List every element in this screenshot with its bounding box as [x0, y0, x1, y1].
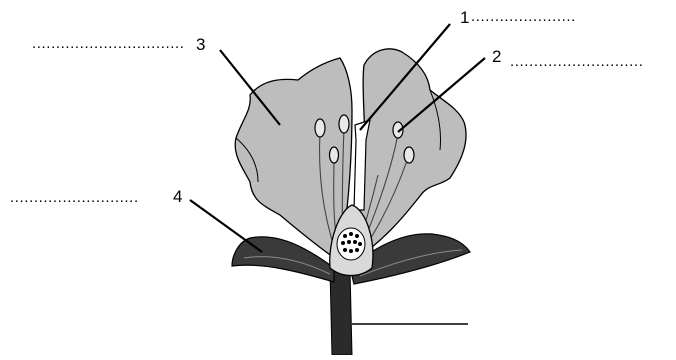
label-2-blank[interactable]: ............................ [510, 54, 644, 69]
label-4-number: 4 [173, 188, 182, 205]
label-3-number: 3 [196, 36, 205, 53]
stem [330, 270, 352, 355]
label-4-blank[interactable]: ........................... [10, 190, 139, 205]
label-1-blank[interactable]: ...................... [471, 9, 576, 24]
label-1-number: 1 [460, 9, 469, 26]
label-2-number: 2 [492, 48, 501, 65]
label-3-blank[interactable]: ................................ [32, 36, 185, 51]
pointer-line-4 [190, 200, 262, 252]
